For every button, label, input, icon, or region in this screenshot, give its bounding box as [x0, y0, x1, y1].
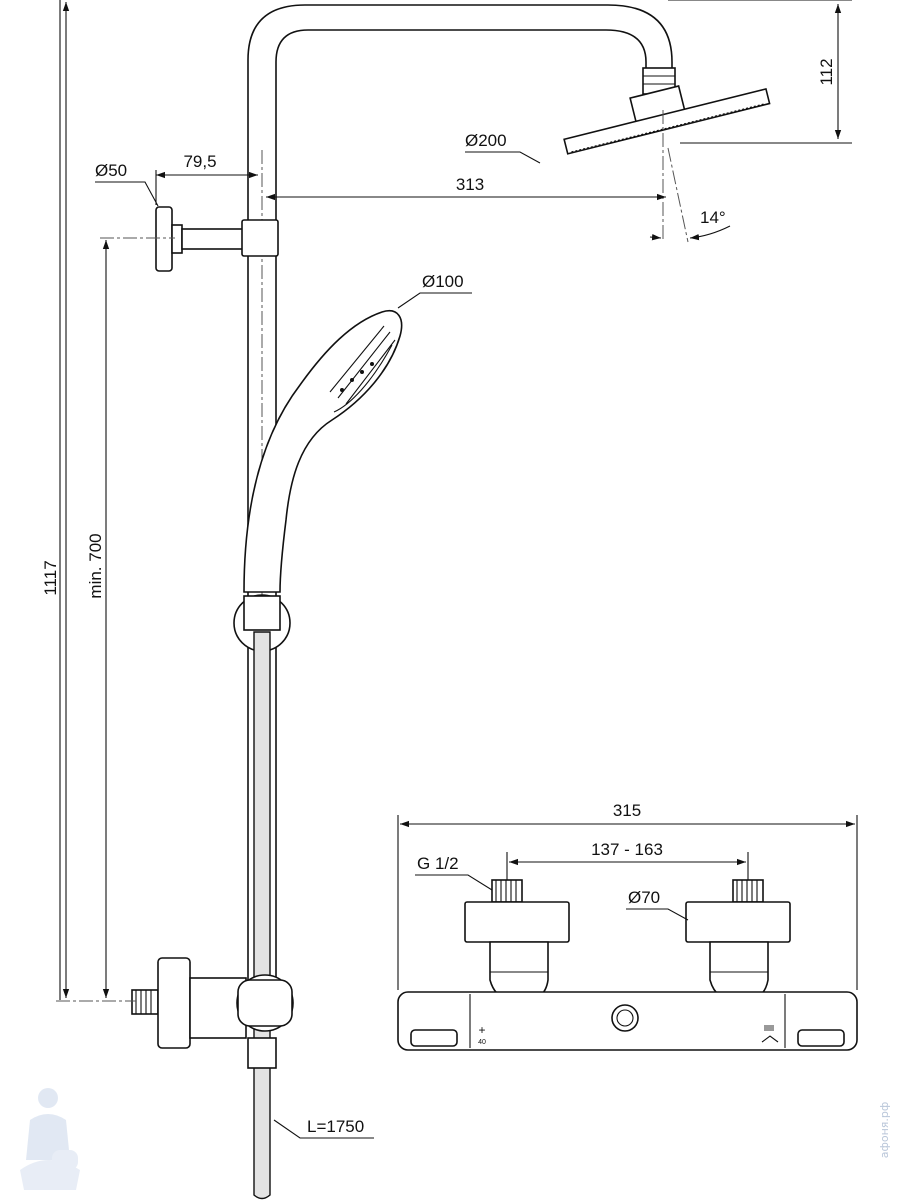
head-diameter-label: Ø200 — [465, 131, 507, 150]
escutcheon-diameter-leader — [626, 908, 689, 921]
hose-leader — [273, 1119, 374, 1139]
riser-pipe — [247, 4, 673, 1010]
head-angle-label: 14° — [700, 208, 726, 227]
head-diameter-leader — [465, 151, 541, 164]
wall-arm-length-label: 79,5 — [183, 152, 216, 171]
wall-flange-diameter-label: Ø50 — [95, 161, 127, 180]
hand-shower-diameter-label: Ø100 — [422, 272, 464, 291]
head-tilted-centerline — [667, 147, 689, 243]
overhead-shower-head — [563, 67, 771, 155]
thermostat-valve — [397, 879, 858, 1051]
hand-shower — [243, 310, 403, 593]
thermostat-width-label: 315 — [613, 801, 641, 820]
head-drop-label: 112 — [817, 58, 836, 85]
inlet-spacing-label: 137 - 163 — [591, 840, 663, 859]
watermark-text: афоня.рф — [878, 1102, 891, 1159]
cold-indicator-icon — [761, 1035, 779, 1043]
temperature-scale-icon — [764, 1025, 774, 1031]
valve-temp-marking: 40 — [478, 1039, 486, 1046]
upper-wall-bracket — [155, 206, 279, 272]
hose-length-label: L=1750 — [307, 1117, 364, 1136]
inlet-thread-leader — [415, 874, 493, 891]
lower-wall-connector — [131, 957, 294, 1069]
angle-arrow-right — [689, 225, 731, 241]
hand-shower-leader — [397, 292, 472, 309]
inlet-thread-label: G 1/2 — [417, 854, 459, 873]
valve-plus-marking: + — [478, 1023, 485, 1037]
min-height-label: min. 700 — [86, 533, 105, 598]
wall-flange-leader — [95, 181, 159, 207]
plumber-mascot-icon — [20, 1088, 80, 1190]
shower-hose — [253, 631, 271, 1200]
escutcheon-diameter-label: Ø70 — [628, 888, 660, 907]
overall-height-label: 1117 — [41, 560, 60, 595]
head-reach-label: 313 — [456, 175, 484, 194]
angle-arrow-left — [649, 234, 662, 241]
